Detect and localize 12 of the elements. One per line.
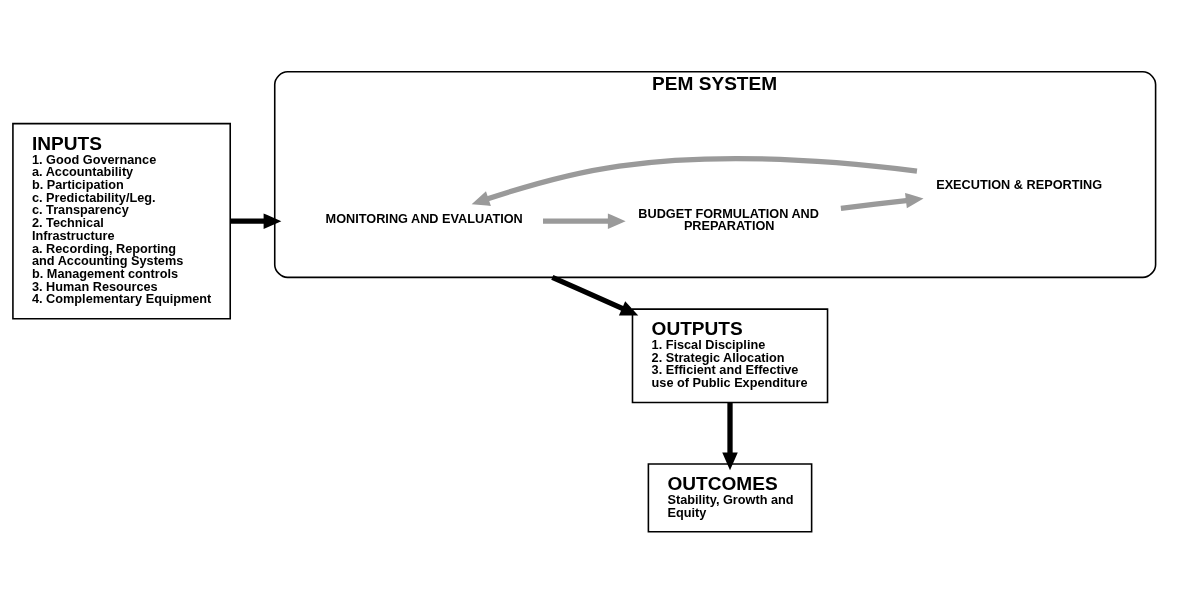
node-box: OUTPUTS 1. Fiscal Discipline 2. Strategic Allocation 3. Efficient and Effective use of Public Expenditure <box>631 307 829 403</box>
arrow <box>551 274 639 316</box>
node-text: EXECUTION & REPORTING <box>936 176 1103 192</box>
node-text: MONITORING AND EVALUATION <box>325 210 523 226</box>
node-box: INPUTS 1. Good Governance a. Accountability b. Participation c. Predictability/Leg. c. Transparency 2. Technical Infrastructure a. Recording, Reporting and Accounting Systems b. Management controls 3. Human Resources 4. Complementary Equipment <box>12 122 231 319</box>
arrow <box>840 192 924 211</box>
arrow <box>543 212 626 229</box>
node-text: BUDGET FORMULATION AND PREPARATION <box>638 205 819 233</box>
arrow <box>230 212 282 229</box>
arrow <box>722 402 738 470</box>
node-box: OUTCOMES Stability, Growth and Equity <box>647 462 813 533</box>
arrow <box>471 155 918 206</box>
